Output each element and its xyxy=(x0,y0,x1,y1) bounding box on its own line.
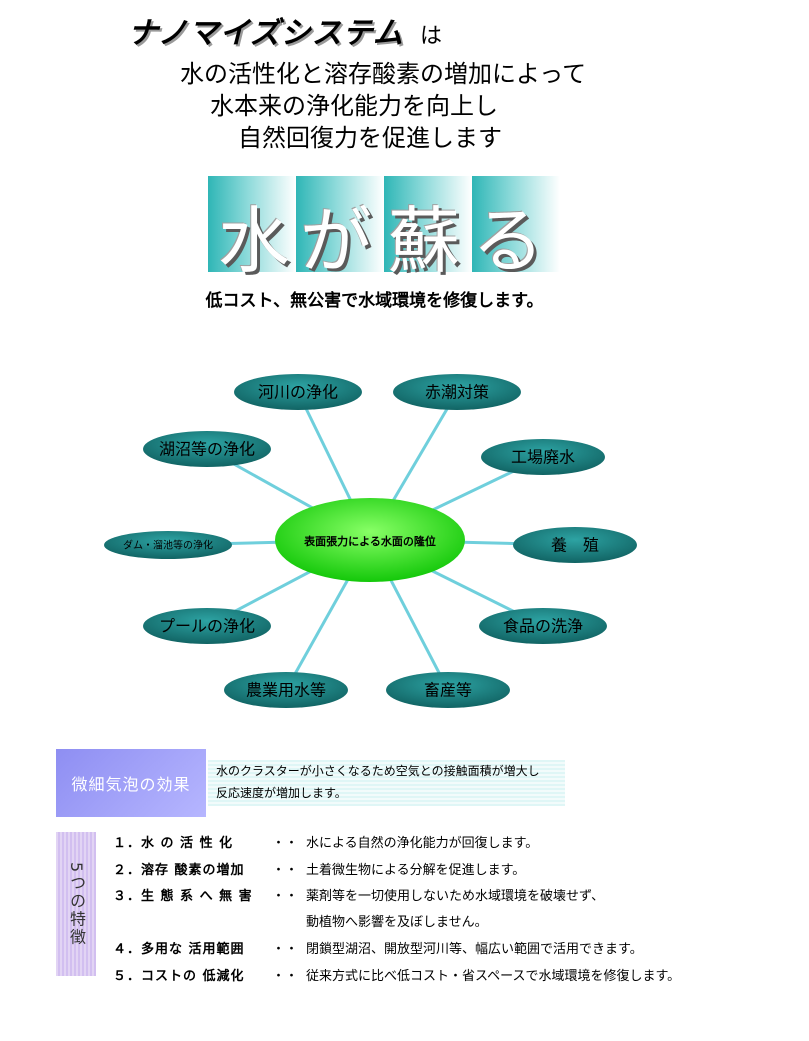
header-line-1: 水の活性化と溶存酸素の増加によって xyxy=(180,60,587,88)
diagram-node-label: 工場廃水 xyxy=(511,448,575,467)
banner-water-revives: 水 が 蘇 る xyxy=(208,176,560,283)
header-line-2: 水本来の浄化能力を向上し xyxy=(210,92,498,120)
diagram-node-ellipse xyxy=(224,672,348,708)
diagram-node-ellipse xyxy=(513,527,637,563)
banner-char-1: 水 xyxy=(217,199,290,283)
feature-1-dots: ・・ xyxy=(272,836,299,851)
diagram-node-label: プールの浄化 xyxy=(159,617,255,636)
five-features-label-box: 5つの特徴 xyxy=(56,832,96,976)
diagram-node-label: 河川の浄化 xyxy=(258,383,338,402)
diagram-node: 食品の洗浄 xyxy=(479,608,607,644)
banner-char-3: 蘇 xyxy=(387,199,460,283)
banner-tile-3 xyxy=(384,176,472,272)
effect-line-2: 反応速度が増加します。 xyxy=(216,786,347,800)
diagram-node-ellipse xyxy=(479,608,607,644)
diagram-node-label: 赤潮対策 xyxy=(425,383,489,402)
banner-char-4: る xyxy=(471,199,544,283)
diagram-node-ellipse xyxy=(143,431,271,467)
center-label: 表面張力による水面の隆位 xyxy=(303,534,436,548)
diagram-node-ellipse xyxy=(143,608,271,644)
feature-4-title: ４．多用な 活用範囲 xyxy=(113,942,245,957)
diagram-node-label: ダム・溜池等の浄化 xyxy=(123,539,213,552)
feature-2-dots: ・・ xyxy=(272,863,299,878)
diagram-node: プールの浄化 xyxy=(143,608,271,644)
brand-title: ナノマイズシステム xyxy=(128,16,404,51)
diagram-node: 工場廃水 xyxy=(481,439,605,475)
diagram-node: ダム・溜池等の浄化 xyxy=(104,531,232,559)
diagram-node: 湖沼等の浄化 xyxy=(143,431,271,467)
diagram-node: 畜産等 xyxy=(386,672,510,708)
banner-tile-2 xyxy=(296,176,384,272)
banner-char-2: が xyxy=(299,199,372,283)
feature-4-dots: ・・ xyxy=(272,942,299,957)
diagram-node: 赤潮対策 xyxy=(393,374,521,410)
feature-5-dots: ・・ xyxy=(272,969,299,984)
diagram-node: 養 殖 xyxy=(513,527,637,563)
feature-4-desc: 閉鎖型湖沼、開放型河川等、幅広い範囲で活用できます。 xyxy=(306,942,643,957)
diagram-node-ellipse xyxy=(393,374,521,410)
brand-suffix: は xyxy=(420,24,443,49)
effect-description: 水のクラスターが小さくなるため空気との接触面積が増大し 反応速度が増加します。 xyxy=(208,760,565,806)
feature-5-title: ５．コストの 低減化 xyxy=(113,969,245,984)
diagram-node: 農業用水等 xyxy=(224,672,348,708)
diagram-node-ellipse xyxy=(386,672,510,708)
diagram-node-ellipse xyxy=(104,531,232,559)
banner-tile-1 xyxy=(208,176,296,272)
diagram-node-label: 畜産等 xyxy=(424,681,472,700)
subtitle: 低コスト、無公害で水域環境を修復します。 xyxy=(205,291,544,311)
feature-3-title: ３．生 態 系 へ 無 害 xyxy=(113,889,253,904)
banner-tile-4 xyxy=(472,176,560,272)
feature-3-dots: ・・ xyxy=(272,889,299,904)
effect-label-box: 微細気泡の効果 xyxy=(56,749,206,817)
diagram-node-label: 養 殖 xyxy=(551,536,599,555)
feature-1-title: １．水 の 活 性 化 xyxy=(113,836,234,851)
feature-3-desc: 薬剤等を一切使用しないため水域環境を破壊せず、 xyxy=(306,889,605,904)
feature-5-desc: 従来方式に比べ低コスト・省スペースで水域環境を修復します。 xyxy=(306,969,681,984)
feature-3-desc-cont: 動植物へ影響を及ぼしません。 xyxy=(306,915,488,930)
five-features-label: 5つの特徴 xyxy=(67,861,86,947)
diagram-node-ellipse xyxy=(481,439,605,475)
effect-line-1: 水のクラスターが小さくなるため空気との接触面積が増大し xyxy=(216,764,540,778)
center-ellipse xyxy=(275,498,465,582)
diagram-node-ellipse xyxy=(234,374,362,410)
feature-1-desc: 水による自然の浄化能力が回復します。 xyxy=(306,836,539,851)
feature-2-title: ２．溶存 酸素の増加 xyxy=(113,863,245,878)
diagram-node-label: 食品の洗浄 xyxy=(503,617,583,636)
header-line-3: 自然回復力を促進します xyxy=(238,124,502,152)
diagram-node-label: 湖沼等の浄化 xyxy=(159,440,255,459)
feature-2-desc: 土着微生物による分解を促進します。 xyxy=(306,863,526,878)
diagram-center: 表面張力による水面の隆位 xyxy=(275,498,465,582)
diagram-node: 河川の浄化 xyxy=(234,374,362,410)
diagram-node-label: 農業用水等 xyxy=(246,681,326,700)
